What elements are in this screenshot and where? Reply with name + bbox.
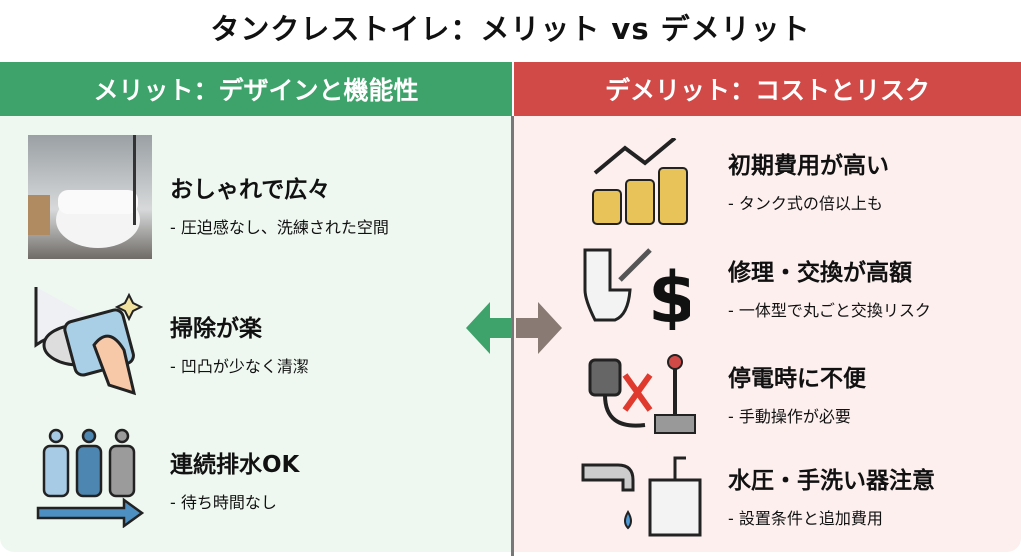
demerit-heading: 停電時に不便 [728, 366, 866, 392]
demerit-sub: - タンク式の倍以上も [728, 194, 883, 213]
demerit-item: 水圧・手洗い器注意 - 設置条件と追加費用 [728, 461, 935, 529]
merit-item: おしゃれで広々 - 圧迫感なし、洗練された空間 [170, 170, 389, 238]
demerit-sub: - 手動操作が必要 [728, 407, 851, 426]
merit-item: 掃除が楽 - 凹凸が少なく清潔 [170, 309, 309, 377]
merit-sub: - 待ち時間なし [170, 493, 277, 512]
coins-chart-icon [592, 138, 688, 225]
merit-item: 連続排水OK - 待ち時間なし [170, 445, 299, 513]
double-arrow-icon [466, 302, 562, 354]
demerit-item: 修理・交換が高額 - 一体型で丸ごと交換リスク [728, 253, 931, 321]
cleaning-hand-icon [34, 287, 144, 396]
demerit-sub: - 一体型で丸ごと交換リスク [728, 301, 931, 320]
modern-toilet-photo [28, 135, 152, 259]
divider [511, 116, 514, 556]
demerit-sub: - 設置条件と追加費用 [728, 509, 883, 528]
page-title: タンクレストイレ：メリット vs デメリット [210, 12, 811, 46]
merit-heading: おしゃれで広々 [170, 177, 331, 203]
merit-sub: - 凹凸が少なく清潔 [170, 357, 309, 376]
merit-header: メリット：デザインと機能性 [0, 62, 512, 116]
demerit-item: 初期費用が高い - タンク式の倍以上も [728, 146, 889, 214]
demerit-heading: 水圧・手洗い器注意 [728, 468, 935, 494]
people-queue-icon [36, 428, 145, 528]
demerit-heading: 初期費用が高い [728, 153, 889, 179]
merit-heading: 掃除が楽 [170, 316, 262, 342]
faucet-sink-icon [581, 456, 702, 537]
merit-heading: 連続排水OK [170, 452, 300, 478]
demerit-heading: 修理・交換が高額 [728, 260, 912, 286]
svg-text:$: $ [648, 257, 690, 330]
plug-lever-icon [588, 354, 696, 434]
demerit-item: 停電時に不便 - 手動操作が必要 [728, 359, 866, 427]
merit-sub: - 圧迫感なし、洗練された空間 [170, 218, 389, 237]
broken-toilet-dollar-icon: $ [583, 248, 690, 330]
demerit-header: デメリット：コストとリスク [514, 62, 1021, 116]
